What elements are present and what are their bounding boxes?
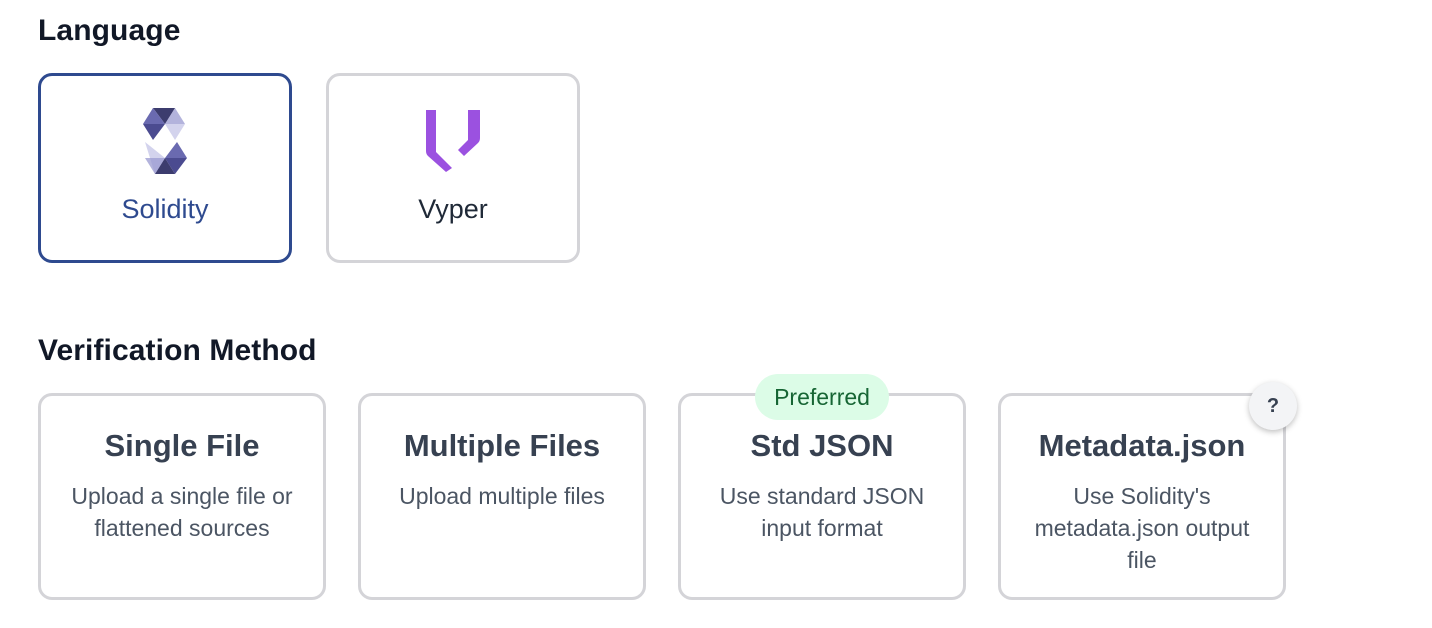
method-description: Upload multiple files xyxy=(399,483,605,509)
solidity-logo-icon xyxy=(41,108,289,178)
method-title: Multiple Files xyxy=(403,428,601,463)
vyper-label: Vyper xyxy=(418,194,488,224)
method-title: Metadata.json xyxy=(1038,428,1246,463)
method-description: Use Solidity's metadata.json output file xyxy=(1034,483,1250,573)
solidity-label: Solidity xyxy=(121,194,209,224)
method-title: Std JSON xyxy=(750,428,894,463)
preferred-badge: Preferred xyxy=(755,374,889,420)
help-button[interactable]: ? xyxy=(1249,382,1297,430)
method-option-single-file[interactable]: Single File Upload a single file or flat… xyxy=(38,393,326,600)
method-option-std-json[interactable]: Std JSON Use standard JSON input format xyxy=(678,393,966,600)
language-heading: Language xyxy=(38,14,181,47)
vyper-logo-icon xyxy=(329,108,577,178)
method-option-multiple-files[interactable]: Multiple Files Upload multiple files xyxy=(358,393,646,600)
method-title: Single File xyxy=(104,428,260,463)
verification-method-heading: Verification Method xyxy=(38,334,317,367)
method-description: Upload a single file or flattened source… xyxy=(71,483,293,541)
language-option-solidity[interactable]: Solidity xyxy=(38,73,292,263)
method-option-metadata-json[interactable]: Metadata.json Use Solidity's metadata.js… xyxy=(998,393,1286,600)
language-option-vyper[interactable]: Vyper xyxy=(326,73,580,263)
method-description: Use standard JSON input format xyxy=(719,483,925,541)
